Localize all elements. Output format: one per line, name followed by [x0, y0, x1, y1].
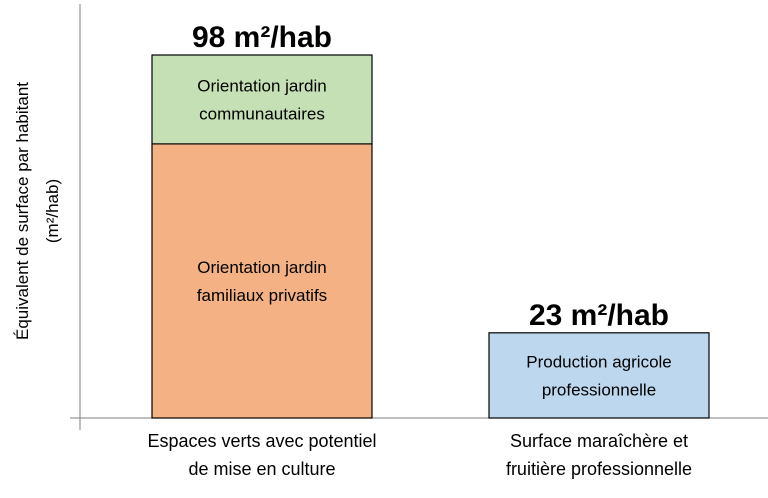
bar-total-label: 98 m²/hab — [192, 21, 332, 54]
y-axis-label: Équivalent de surface par habitant — [13, 82, 32, 340]
category-label: Espaces verts avec potentiel de mise en c… — [147, 431, 376, 479]
segment-label: Orientation jardin familiaux privatifs — [197, 258, 327, 305]
segment-label-line: professionnelle — [542, 380, 656, 399]
segment-label-line: familiaux privatifs — [197, 286, 327, 305]
labels: Équivalent de surface par habitant (m²/ha… — [13, 21, 692, 479]
segment-label-line: communautaires — [199, 104, 325, 123]
bar-segment — [151, 54, 373, 145]
segment-label-line: Orientation jardin — [197, 258, 326, 277]
segment-label-line: Orientation jardin — [197, 76, 326, 95]
segment-label: Orientation jardin communautaires — [197, 76, 326, 123]
bars — [151, 54, 710, 419]
y-axis-label: (m²/hab) — [43, 179, 62, 243]
category-label-line: Surface maraîchère et — [510, 431, 688, 451]
segment-label-line: Production agricole — [526, 352, 672, 371]
category-label: Surface maraîchère et fruitière professio… — [506, 431, 692, 479]
category-label-line: Espaces verts avec potentiel — [147, 431, 376, 451]
bar-segment — [488, 332, 710, 419]
segment-label: Production agricole professionnelle — [526, 352, 672, 399]
category-label-line: fruitière professionnelle — [506, 459, 692, 479]
category-label-line: de mise en culture — [188, 459, 335, 479]
bar-total-label: 23 m²/hab — [529, 299, 669, 332]
bar-segment — [151, 143, 373, 419]
